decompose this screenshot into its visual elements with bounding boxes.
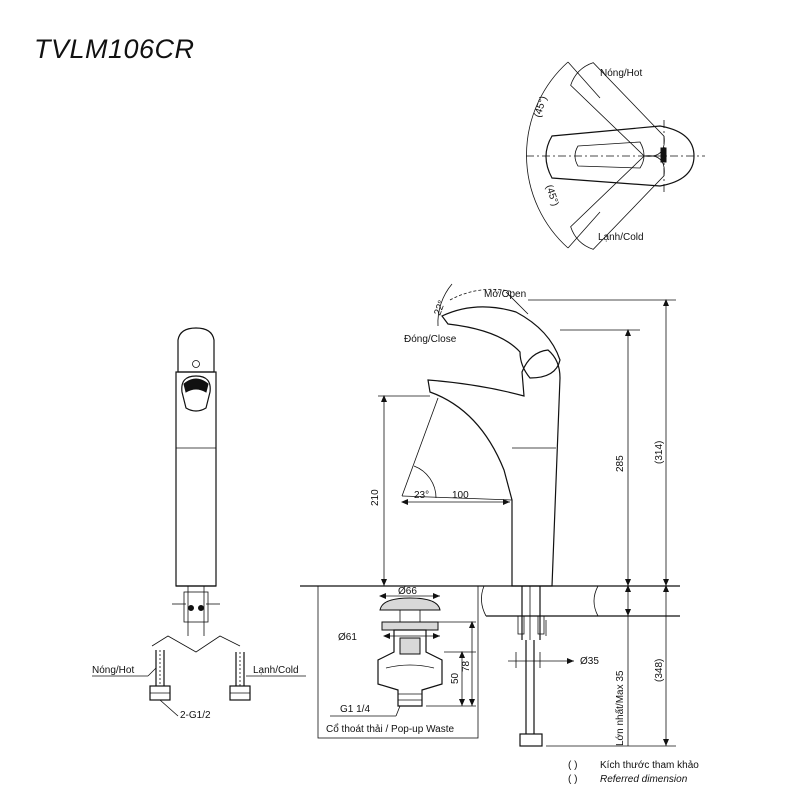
front-hot-label: Nóng/Hot — [92, 665, 134, 676]
legend-vi: Kích thước tham khảo — [600, 760, 699, 771]
front-thread-label: 2-G1/2 — [180, 710, 211, 721]
waste-cap-diameter: Ø66 — [398, 586, 417, 597]
top-hot-label: Nóng/Hot — [600, 68, 642, 79]
legend-en: Referred dimension — [600, 774, 688, 785]
legend: ( ) Kích thước tham khảo ( ) Referred di… — [568, 760, 699, 785]
top-angle-bottom: (45°) — [543, 184, 560, 208]
waste-height-50: 50 — [450, 672, 461, 684]
waste-body — [377, 629, 443, 707]
spout-angle: 23° — [414, 490, 429, 501]
top-lever — [545, 125, 695, 187]
side-body — [427, 349, 561, 587]
top-angle-arc — [526, 61, 569, 249]
top-cold-label: Lạnh/Cold — [598, 232, 644, 243]
front-lever — [177, 327, 215, 373]
side-view: 22° Mở/Open Đóng/Close 23° 100 210 285 (… — [300, 283, 680, 747]
front-view: Nóng/Hot Lạnh/Cold 2-G1/2 — [92, 327, 306, 721]
waste-body-diameter: Ø61 — [338, 632, 357, 643]
spout-height-dim: 210 — [370, 489, 381, 506]
side-lever — [441, 306, 561, 379]
front-body — [175, 371, 217, 587]
hole-diameter-dim: Ø35 — [580, 656, 599, 667]
open-label: Mở/Open — [484, 288, 526, 300]
waste-height-78: 78 — [461, 660, 472, 672]
side-hose-nut — [519, 733, 543, 747]
top-view: Nóng/Hot Lạnh/Cold (45°) (45°) — [526, 61, 705, 250]
lever-angle: 22° — [432, 299, 448, 317]
waste-cap — [379, 597, 441, 611]
close-label: Đóng/Close — [404, 334, 457, 345]
below-deck-dim: (348) — [654, 659, 665, 682]
reach-dim: 100 — [452, 490, 469, 501]
popup-waste: Ø66 Ø61 50 78 G1 1/4 Cổ thoát thải / Pop… — [317, 585, 479, 739]
front-cold-label: Lạnh/Cold — [253, 665, 299, 676]
legend-paren-1: ( ) — [568, 760, 577, 771]
legend-paren-2: ( ) — [568, 774, 577, 785]
max-thickness-dim: Lớn nhất/Max 35 — [614, 670, 626, 746]
waste-caption: Cổ thoát thải / Pop-up Waste — [326, 723, 454, 735]
waste-thread: G1 1/4 — [340, 704, 370, 715]
total-height-dim: (314) — [654, 441, 665, 464]
model-title: TVLM106CR — [34, 34, 195, 64]
body-height-dim: 285 — [615, 455, 626, 472]
waste-frame — [317, 585, 479, 739]
top-angle-top: (45°) — [532, 95, 549, 119]
